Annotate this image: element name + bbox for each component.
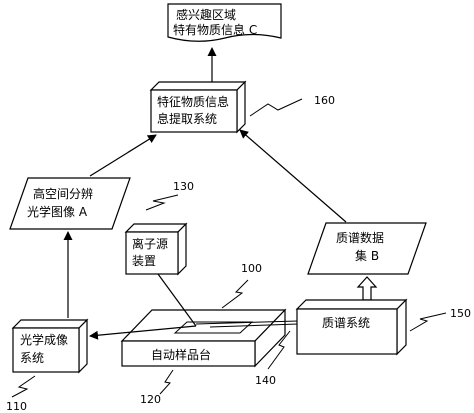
arrow-image-to-extraction: [89, 134, 157, 177]
extraction-system-line2: 息提取系统: [157, 111, 217, 126]
extraction-system-line1: 特征物质信息: [157, 94, 229, 109]
optical-image-line1: 高空间分辨: [33, 186, 93, 201]
callout-160: 160: [314, 94, 335, 107]
sample-stage-node: 自动样品台: [120, 308, 287, 368]
mass-spec-data-line1: 质谱数据: [336, 230, 384, 245]
mass-spec-data-node: 质谱数据 集 B: [307, 222, 427, 275]
ion-transfer-line-lower: [209, 323, 299, 328]
callout-leader-150: [409, 312, 447, 332]
callout-120: 120: [140, 393, 161, 406]
optical-imaging-line1: 光学成像: [20, 332, 68, 347]
mass-spec-system-node: 质谱系统: [295, 298, 408, 356]
optical-image-node: 高空间分辨 光学图像 A: [9, 177, 131, 230]
mass-spec-data-line2: 集 B: [355, 248, 379, 263]
callout-leader-160: [249, 98, 303, 117]
arrow-system-to-data: [356, 276, 378, 301]
sample-stage-label: 自动样品台: [151, 347, 211, 362]
callout-leader-140: [267, 330, 291, 370]
ion-beam-line: [157, 273, 197, 327]
ion-transfer-line-upper: [195, 320, 299, 325]
callout-leader-110: [11, 375, 36, 398]
callout-100: 100: [241, 262, 262, 275]
roi-info-line1: 感兴趣区域: [176, 7, 236, 22]
roi-info-line2: 特有物质信息 C: [173, 22, 257, 37]
arrow-data-to-extraction: [239, 129, 347, 223]
roi-info-node: 感兴趣区域 特有物质信息 C: [167, 3, 282, 42]
callout-leader-100: [221, 279, 249, 309]
callout-leader-130: [145, 194, 179, 211]
callout-150: 150: [450, 307, 471, 320]
optical-image-line2: 光学图像 A: [27, 204, 88, 219]
ion-source-node: 离子源 装置: [124, 222, 188, 276]
optical-imaging-node: 光学成像 系统: [11, 318, 89, 374]
callout-leader-120: [159, 369, 174, 395]
callout-130: 130: [173, 180, 194, 193]
callout-140: 140: [255, 374, 276, 387]
callout-110: 110: [6, 400, 27, 413]
optical-imaging-line2: 系统: [20, 351, 44, 365]
sample-plate: [173, 321, 254, 334]
optical-path-line: [89, 325, 197, 340]
extraction-system-node: 特征物质信息 息提取系统: [149, 80, 247, 134]
ion-source-line2: 装置: [132, 254, 156, 268]
mass-spec-system-label: 质谱系统: [322, 316, 370, 330]
ion-source-line1: 离子源: [132, 236, 168, 251]
